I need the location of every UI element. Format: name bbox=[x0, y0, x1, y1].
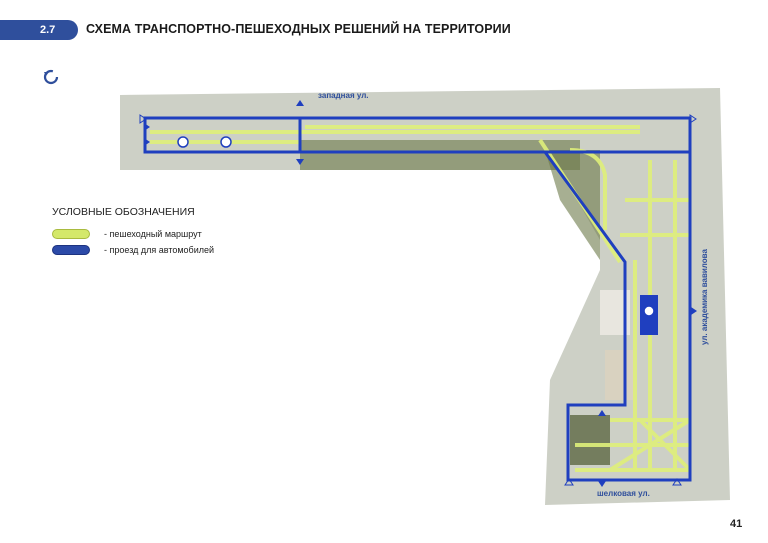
car-swatch bbox=[52, 245, 90, 255]
refresh-icon[interactable] bbox=[42, 68, 60, 86]
entrance-marker bbox=[139, 114, 697, 486]
legend-label: - проезд для автомобилей bbox=[104, 245, 215, 255]
section-number: 2.7 bbox=[40, 24, 56, 36]
pedestrian-swatch bbox=[52, 229, 90, 239]
section-number-badge: 2.7 bbox=[0, 20, 78, 40]
legend: УСЛОВНЫЕ ОБОЗНАЧЕНИЯ - пешеходный маршру… bbox=[52, 206, 214, 258]
legend-item-car: - проезд для автомобилей bbox=[52, 242, 214, 258]
car-icon bbox=[177, 136, 655, 317]
legend-label: - пешеходный маршрут bbox=[104, 229, 202, 239]
legend-item-pedestrian: - пешеходный маршрут bbox=[52, 226, 214, 242]
tree-area bbox=[570, 415, 610, 465]
legend-title: УСЛОВНЫЕ ОБОЗНАЧЕНИЯ bbox=[52, 206, 195, 218]
page-title: СХЕМА ТРАНСПОРТНО-ПЕШЕХОДНЫХ РЕШЕНИЙ НА … bbox=[86, 22, 511, 36]
arrow-icon bbox=[144, 100, 697, 487]
tree-strip bbox=[300, 140, 580, 170]
building bbox=[605, 350, 633, 400]
car-routes bbox=[143, 116, 692, 482]
street-label-west: западная ул. bbox=[318, 91, 369, 100]
street-label-south: шелковая ул. bbox=[597, 489, 650, 498]
page-number: 41 bbox=[730, 518, 743, 530]
street-label-east: ул. академика вавилова bbox=[700, 249, 709, 345]
tree-area bbox=[545, 150, 600, 260]
